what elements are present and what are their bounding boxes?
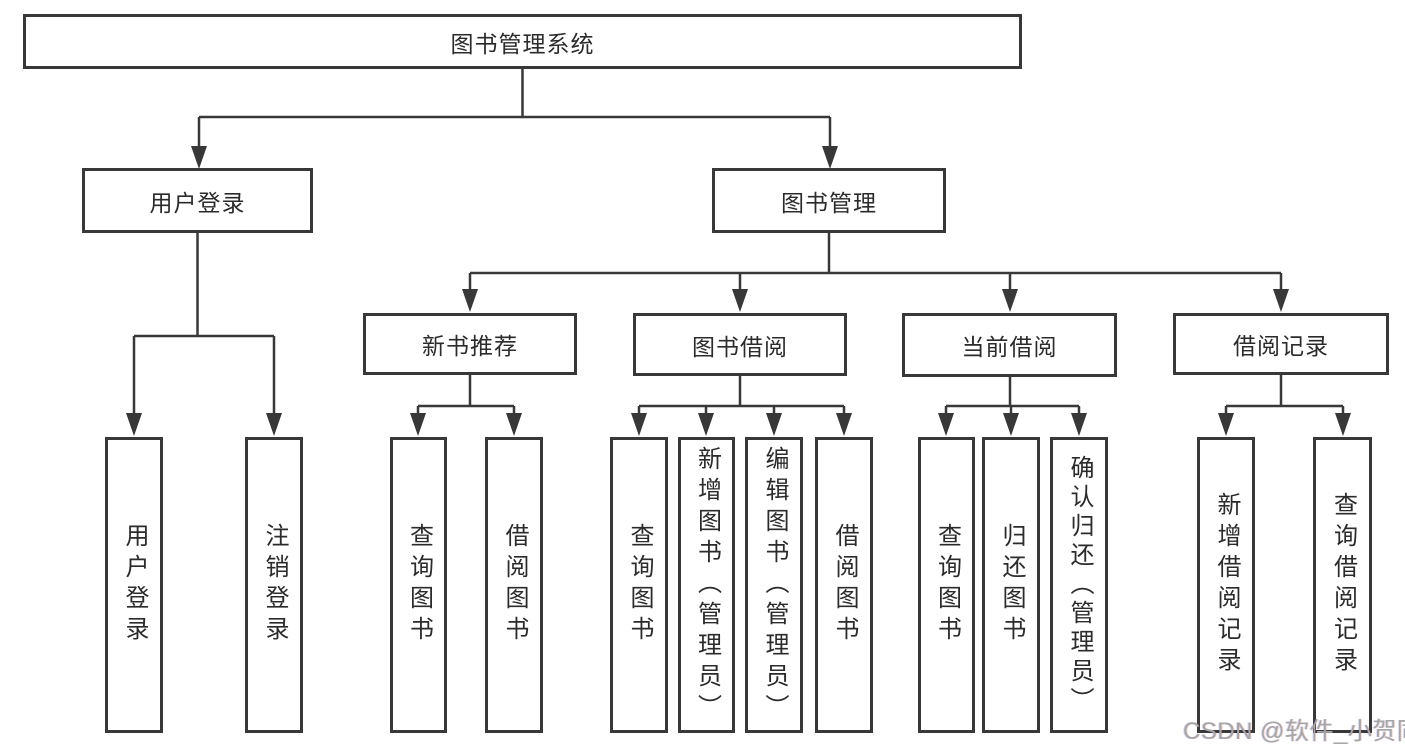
node-label: 新书推荐 (422, 333, 518, 359)
node-leaf-return-books: 归还图书 (982, 437, 1040, 733)
node-label: 查询图书 (405, 523, 433, 647)
node-label: 图书管理 (781, 189, 877, 216)
node-borrowing-records: 借阅记录 (1173, 313, 1389, 375)
node-label: 确认归还（管理员） (1066, 454, 1093, 716)
arrow-down-icon (126, 413, 142, 436)
node-label: 注销登录 (261, 523, 288, 647)
node-user-login: 用户登录 (82, 168, 313, 233)
arrow-down-icon (462, 289, 478, 312)
node-leaf-edit-books-admin: 编辑图书（管理员） (745, 437, 803, 733)
node-label: 新增借阅记录 (1213, 492, 1240, 678)
node-leaf-user-login: 用户登录 (105, 437, 163, 733)
arrow-down-icon (836, 413, 852, 436)
arrow-down-icon (410, 413, 426, 436)
node-label: 新增图书（管理员） (693, 445, 721, 725)
node-leaf-query-books-current: 查询图书 (918, 437, 975, 733)
arrow-down-icon (766, 413, 782, 436)
arrow-down-icon (631, 413, 647, 436)
node-leaf-query-borrowing-record: 查询借阅记录 (1313, 437, 1372, 733)
node-label: 查询图书 (933, 523, 961, 647)
node-label: 用户登录 (121, 523, 148, 647)
arrow-down-icon (266, 413, 282, 436)
connector-lines (132, 68, 1345, 417)
node-label: 编辑图书（管理员） (761, 445, 788, 725)
node-book-management: 图书管理 (712, 168, 946, 233)
node-leaf-logout-login: 注销登录 (245, 437, 303, 733)
arrow-down-icon (1071, 413, 1087, 436)
arrow-down-icon (1273, 289, 1289, 312)
node-new-book-recommendation: 新书推荐 (363, 313, 577, 375)
arrow-down-icon (698, 413, 714, 436)
arrow-down-icon (1335, 413, 1351, 436)
arrow-down-icon (1218, 413, 1234, 436)
arrow-down-icon (732, 289, 748, 312)
node-leaf-confirm-return-admin: 确认归还（管理员） (1050, 437, 1108, 733)
node-label: 归还图书 (998, 523, 1025, 647)
node-leaf-borrow-books-borrowing: 借阅图书 (815, 437, 873, 733)
node-label: 借阅图书 (831, 523, 858, 647)
arrow-down-icon (506, 413, 522, 436)
arrow-down-icon (1002, 289, 1018, 312)
arrowhead-icons (126, 146, 1351, 436)
node-leaf-borrow-books-recommend: 借阅图书 (485, 437, 543, 733)
node-label: 借阅记录 (1233, 333, 1329, 359)
node-label: 用户登录 (149, 189, 246, 216)
node-label: 借阅图书 (501, 523, 528, 647)
node-label: 查询借阅记录 (1329, 492, 1357, 678)
arrow-down-icon (822, 146, 838, 169)
watermark-text: CSDN @软件_小贺同学 (1183, 718, 1405, 745)
node-leaf-add-borrowing-record: 新增借阅记录 (1197, 437, 1255, 733)
node-label: 图书借阅 (692, 333, 788, 360)
node-label: 图书管理系统 (450, 30, 595, 57)
node-leaf-query-books-recommend: 查询图书 (390, 437, 447, 733)
node-book-borrowing: 图书借阅 (633, 313, 847, 376)
node-label: 查询图书 (626, 523, 653, 647)
arrow-down-icon (191, 146, 207, 169)
node-leaf-add-books-admin: 新增图书（管理员） (678, 437, 735, 733)
arrow-down-icon (938, 413, 954, 436)
node-current-borrowing: 当前借阅 (902, 313, 1117, 377)
node-label: 当前借阅 (961, 334, 1058, 360)
arrow-down-icon (1003, 413, 1019, 436)
node-library-management-system: 图书管理系统 (23, 14, 1022, 69)
node-leaf-query-books-borrowing: 查询图书 (610, 437, 668, 733)
